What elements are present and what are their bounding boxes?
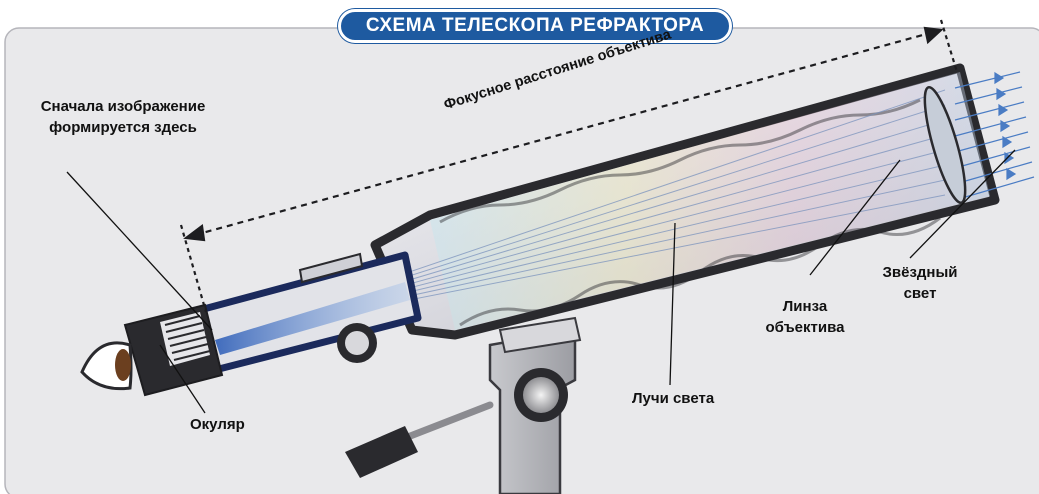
focal-length-arrow bbox=[179, 19, 959, 313]
starlight-line1: Звёздный bbox=[882, 264, 958, 281]
starlight-label: Звёздный свет bbox=[865, 262, 975, 304]
leader-lines bbox=[66, 149, 1016, 414]
diagram-title: СХЕМА ТЕЛЕСКОПА РЕФРАКТОРА bbox=[338, 9, 732, 43]
eyepiece-label: Окуляр bbox=[190, 416, 245, 433]
light-rays-label: Лучи света bbox=[632, 390, 715, 407]
objective-line2: объектива bbox=[765, 319, 845, 336]
objective-lens-label: Линза объектива bbox=[745, 296, 865, 338]
mount-handle bbox=[345, 426, 418, 478]
eye bbox=[80, 341, 133, 391]
objective-lens bbox=[923, 85, 967, 205]
objective-line1: Линза bbox=[782, 298, 828, 315]
image-forms-line2: формируется здесь bbox=[49, 119, 197, 136]
starlight-line2: свет bbox=[903, 285, 937, 302]
starlight-arrows bbox=[954, 71, 1035, 201]
focus-knob bbox=[337, 323, 377, 363]
stand bbox=[345, 316, 582, 494]
eyepiece bbox=[123, 303, 224, 397]
main-tube bbox=[370, 63, 1000, 340]
image-forms-label: Сначала изображение формируется здесь bbox=[38, 96, 208, 138]
image-forms-line1: Сначала изображение bbox=[40, 98, 206, 115]
